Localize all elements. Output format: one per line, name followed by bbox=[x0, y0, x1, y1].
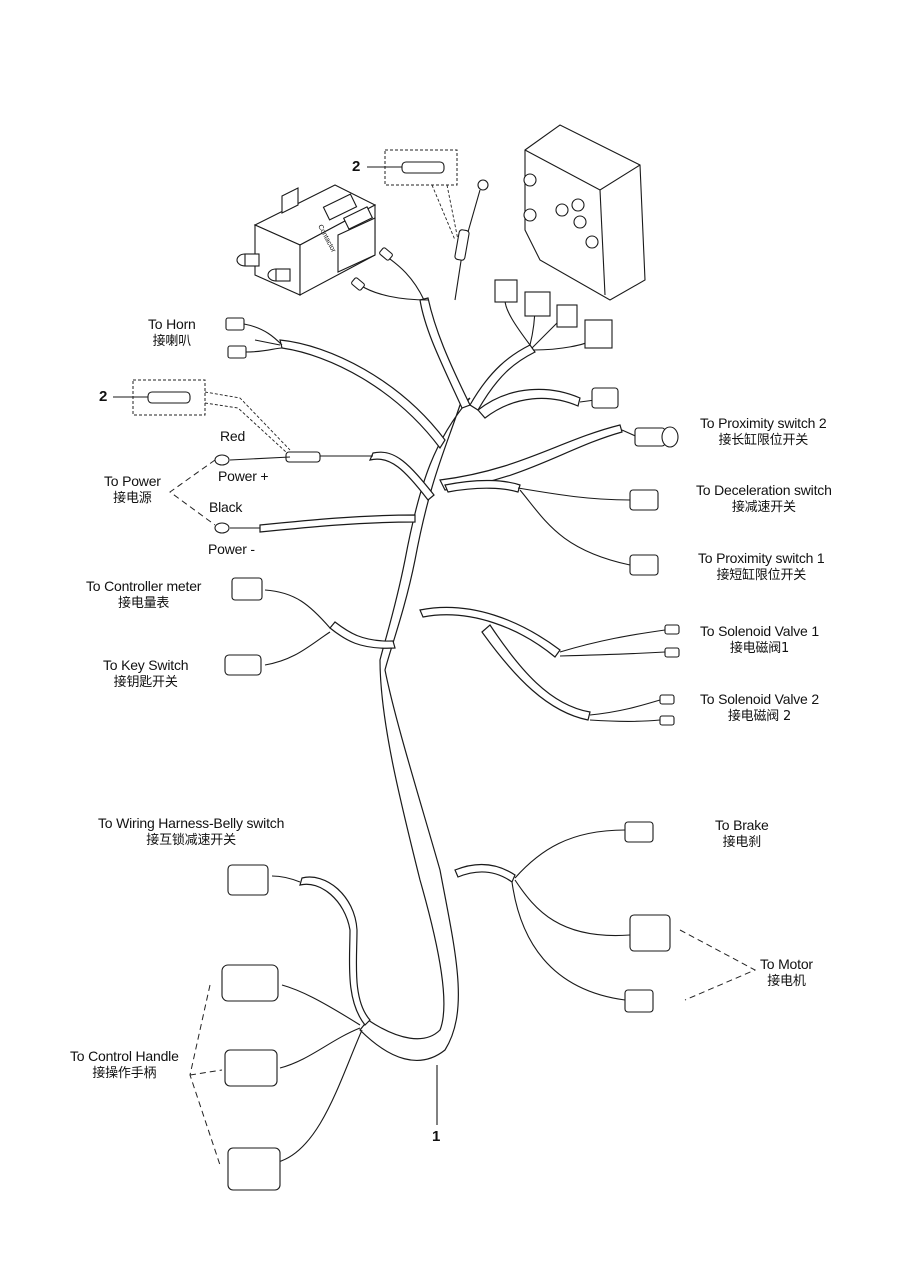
label-decel-en: To Deceleration switch bbox=[696, 482, 832, 498]
fuse-detail-left bbox=[113, 379, 291, 453]
label-prox1: To Proximity switch 1 接短缸限位开关 bbox=[698, 550, 825, 584]
callout-1: 1 bbox=[432, 1128, 441, 1145]
label-belly-zh: 接互锁减速开关 bbox=[146, 833, 236, 848]
label-brake: To Brake 接电刹 bbox=[715, 817, 769, 851]
label-horn-zh: 接喇叭 bbox=[152, 334, 192, 349]
label-decel-zh: 接减速开关 bbox=[731, 500, 796, 515]
label-sol1-en: To Solenoid Valve 1 bbox=[700, 623, 819, 639]
label-motor-zh: 接电机 bbox=[767, 974, 806, 989]
label-power-en: To Power bbox=[104, 473, 161, 489]
callout-2-left: 2 bbox=[99, 388, 108, 405]
label-power-minus: Power - bbox=[208, 541, 255, 557]
label-black: Black bbox=[209, 499, 243, 515]
controller-part bbox=[523, 124, 646, 301]
label-control-handle: To Control Handle 接操作手柄 bbox=[70, 1048, 179, 1082]
label-controller-meter-en: To Controller meter bbox=[86, 578, 202, 594]
contactor-part: Contactor bbox=[236, 184, 377, 296]
label-red: Red bbox=[220, 428, 246, 444]
label-power-plus: Power + bbox=[218, 468, 269, 484]
label-power-zh: 接电源 bbox=[113, 491, 152, 506]
label-prox2-en: To Proximity switch 2 bbox=[700, 415, 827, 431]
label-sol2-zh: 接电磁阀 2 bbox=[727, 709, 792, 724]
label-prox1-zh: 接短缸限位开关 bbox=[716, 568, 807, 583]
branch-wires bbox=[169, 179, 757, 1191]
label-motor-en: To Motor bbox=[760, 956, 813, 972]
label-control-handle-zh: 接操作手柄 bbox=[92, 1066, 157, 1081]
label-power: To Power 接电源 bbox=[104, 473, 161, 507]
label-controller-meter: To Controller meter 接电量表 bbox=[86, 578, 201, 612]
label-prox2: To Proximity switch 2 接长缸限位开关 bbox=[700, 415, 827, 449]
label-key-switch-en: To Key Switch bbox=[103, 657, 189, 673]
label-horn-en: To Horn bbox=[148, 316, 196, 332]
label-sol2: To Solenoid Valve 2 接电磁阀 2 bbox=[700, 691, 819, 725]
label-motor: To Motor 接电机 bbox=[760, 956, 813, 990]
callout-2-top: 2 bbox=[352, 158, 361, 175]
label-key-switch: To Key Switch 接钥匙开关 bbox=[103, 657, 189, 691]
label-belly: To Wiring Harness-Belly switch 接互锁减速开关 bbox=[98, 815, 284, 849]
label-sol1: To Solenoid Valve 1 接电磁阀1 bbox=[700, 623, 819, 657]
label-decel: To Deceleration switch 接减速开关 bbox=[696, 482, 832, 516]
label-control-handle-en: To Control Handle bbox=[70, 1048, 179, 1064]
label-controller-meter-zh: 接电量表 bbox=[118, 596, 170, 611]
label-sol1-zh: 接电磁阀1 bbox=[729, 641, 790, 656]
label-belly-en: To Wiring Harness-Belly switch bbox=[98, 815, 285, 831]
label-brake-zh: 接电刹 bbox=[722, 835, 762, 850]
label-key-switch-zh: 接钥匙开关 bbox=[113, 675, 178, 690]
label-sol2-en: To Solenoid Valve 2 bbox=[700, 691, 819, 707]
label-prox1-en: To Proximity switch 1 bbox=[698, 550, 825, 566]
label-prox2-zh: 接长缸限位开关 bbox=[718, 433, 809, 448]
label-brake-en: To Brake bbox=[715, 817, 769, 833]
main-trunk bbox=[259, 297, 623, 1061]
fuse-detail-top bbox=[367, 149, 459, 241]
label-horn: To Horn 接喇叭 bbox=[148, 316, 196, 350]
